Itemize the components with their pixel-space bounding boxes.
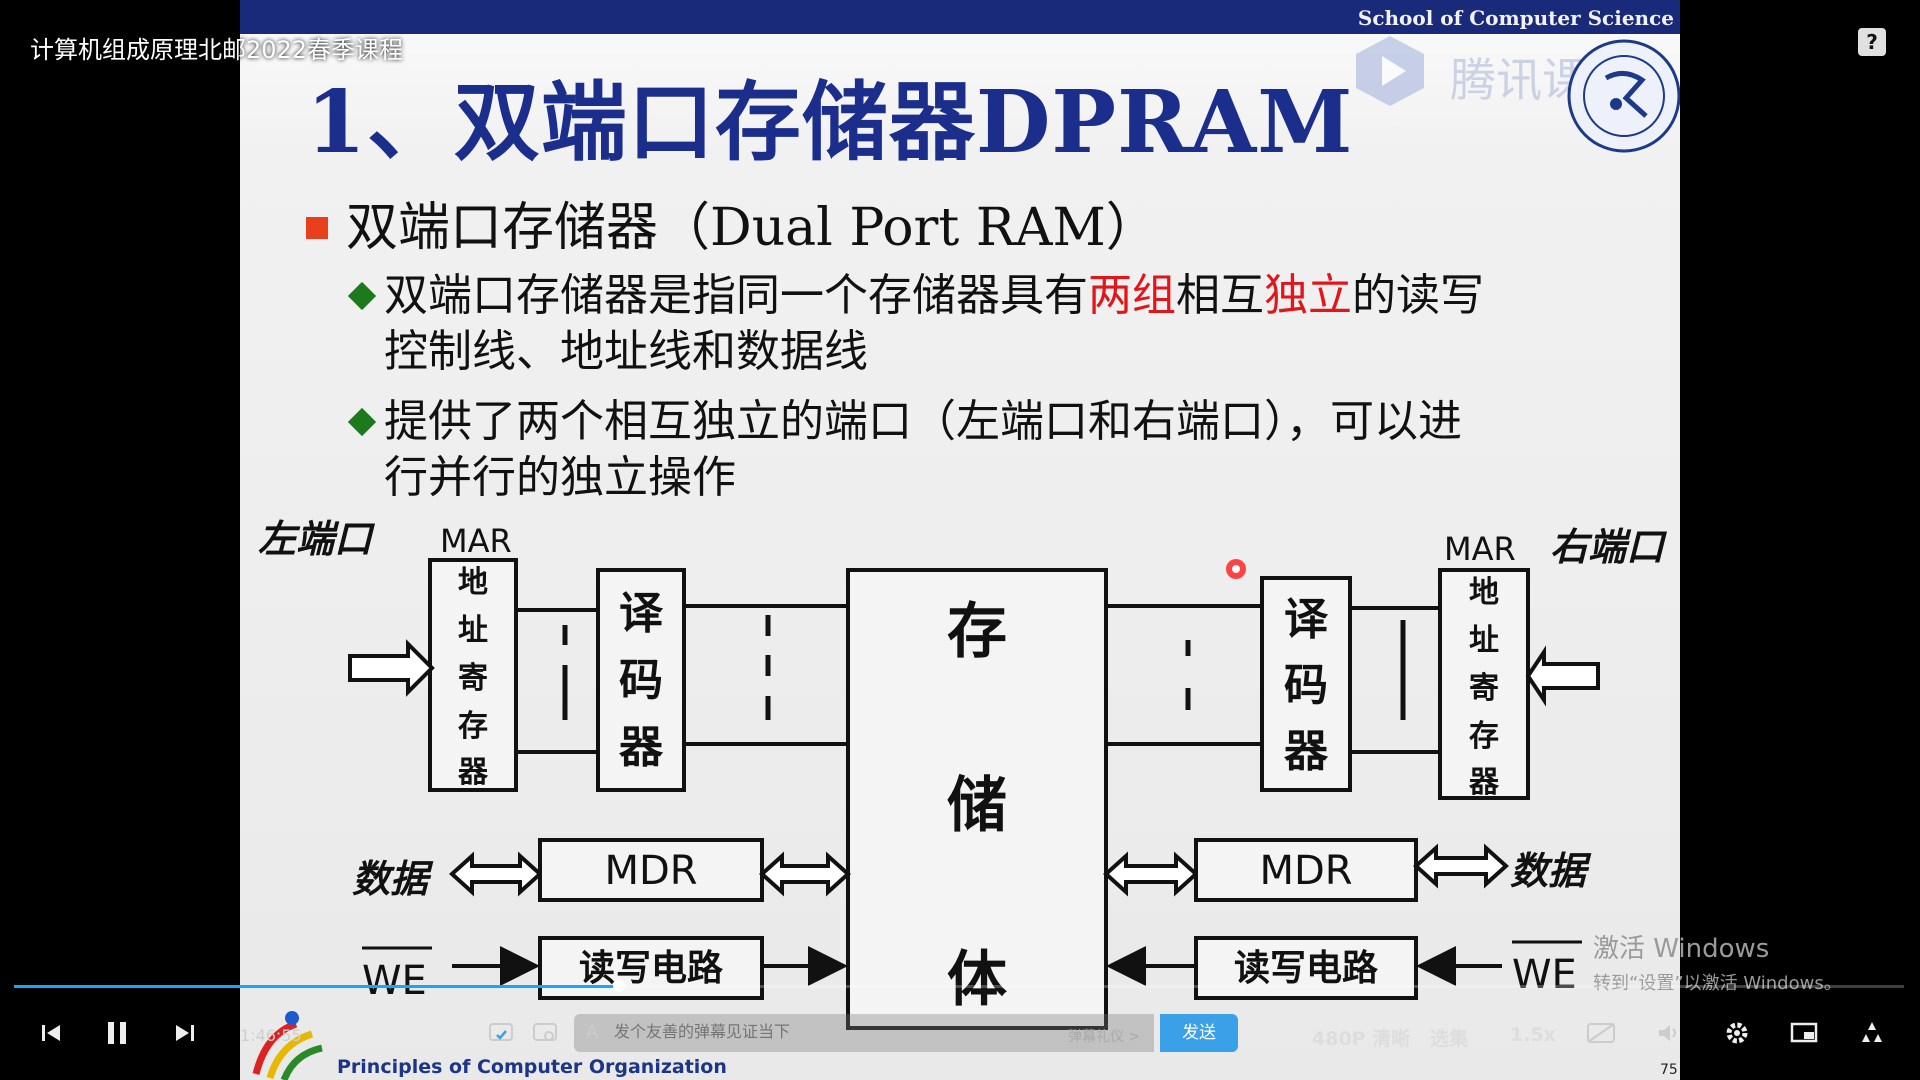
left-mar-label: MAR bbox=[440, 522, 512, 560]
sub-bullet-1-line-2: 控制线、地址线和数据线 bbox=[384, 326, 868, 377]
gear-icon bbox=[1726, 1022, 1748, 1044]
left-data-label: 数据 bbox=[352, 856, 434, 901]
picture-in-picture-icon bbox=[1790, 1022, 1818, 1043]
left-address-input-arrow bbox=[348, 639, 435, 697]
right-decoder bbox=[1260, 576, 1352, 792]
svg-text:译: 译 bbox=[1284, 594, 1329, 645]
right-address-register bbox=[1438, 568, 1530, 800]
left-decoder bbox=[596, 568, 686, 792]
right-mar-label: MAR bbox=[1444, 530, 1516, 568]
picture-in-picture-button[interactable] bbox=[1788, 1018, 1820, 1048]
progress-bar-fill bbox=[14, 985, 619, 988]
left-port-label: 左端口 bbox=[258, 516, 376, 561]
fullscreen-button[interactable] bbox=[1856, 1018, 1888, 1048]
left-address-register bbox=[428, 558, 518, 792]
slide-page-number: 75 bbox=[1660, 1062, 1678, 1078]
slide-header-bar: School of Computer Science bbox=[240, 0, 1680, 34]
slide-title: 1、双端口存储器DPRAM bbox=[306, 72, 1354, 173]
svg-text:存: 存 bbox=[947, 597, 1007, 667]
svg-text:地: 地 bbox=[1469, 575, 1499, 610]
subtitle-toggle-button[interactable] bbox=[1584, 1018, 1618, 1048]
danmaku-etiquette-link[interactable]: 弹幕礼仪 > bbox=[1068, 1029, 1141, 1045]
svg-text:译: 译 bbox=[619, 588, 664, 639]
windows-activation-line-2: 转到“设置”以激活 Windows。 bbox=[1593, 973, 1842, 994]
right-mdr-box bbox=[1194, 838, 1418, 902]
sub-bullet-2-line-1: 提供了两个相互独立的端口（左端口和右端口），可以进 bbox=[384, 396, 1462, 447]
danmaku-input[interactable] bbox=[574, 1014, 1154, 1052]
sub-bullet-1: 双端口存储器是指同一个存储器具有两组相互独立的读写 控制线、地址线和数据线 bbox=[347, 268, 1484, 380]
volume-button[interactable] bbox=[1654, 1018, 1684, 1048]
previous-button[interactable] bbox=[36, 1018, 66, 1048]
tencent-classroom-logo-icon bbox=[1356, 36, 1424, 106]
svg-text:MDR: MDR bbox=[1259, 848, 1352, 894]
svg-text:MDR: MDR bbox=[604, 848, 697, 894]
send-button[interactable]: 发送 bbox=[1160, 1014, 1238, 1052]
bupt-footer-logo-icon bbox=[252, 1011, 323, 1080]
fullscreen-icon bbox=[1862, 1022, 1882, 1042]
volume-icon bbox=[1659, 1025, 1676, 1041]
svg-text:器: 器 bbox=[1284, 726, 1329, 777]
svg-text:存: 存 bbox=[458, 709, 488, 744]
danmaku-settings-button[interactable] bbox=[530, 1018, 560, 1048]
course-title: 计算机组成原理北邮2022春季课程 bbox=[30, 36, 404, 64]
windows-activation-line-1: 激活 Windows bbox=[1593, 934, 1770, 964]
svg-text:存: 存 bbox=[1469, 719, 1499, 754]
settings-button[interactable] bbox=[1722, 1018, 1752, 1048]
sub-bullet-1-line-1: 双端口存储器是指同一个存储器具有两组相互独立的读写 bbox=[384, 270, 1484, 321]
speed-selector[interactable]: 1.5x bbox=[1510, 1024, 1556, 1046]
svg-text:寄: 寄 bbox=[458, 661, 488, 696]
danmaku-style-icon[interactable]: A bbox=[586, 1022, 599, 1043]
progress-bar-thumb[interactable] bbox=[612, 980, 625, 992]
dpram-block-diagram: 左端口 MAR 地 址 寄 存 器 译 码 器 存 bbox=[258, 516, 1668, 1030]
left-rw-circuit-box bbox=[538, 936, 764, 1000]
svg-text:址: 址 bbox=[458, 613, 488, 648]
danmaku-toggle-button[interactable] bbox=[486, 1018, 516, 1048]
svg-text:器: 器 bbox=[619, 722, 664, 773]
slide-footer-course-name: Principles of Computer Organization bbox=[337, 1056, 727, 1078]
progress-bar[interactable] bbox=[14, 980, 1904, 992]
pause-icon bbox=[108, 1022, 126, 1044]
right-data-label: 数据 bbox=[1510, 848, 1592, 893]
quality-selector[interactable]: 480P 清晰 bbox=[1312, 1028, 1411, 1050]
sub-bullet-2: 提供了两个相互独立的端口（左端口和右端口），可以进 行并行的独立操作 bbox=[347, 394, 1462, 506]
school-name: School of Computer Science bbox=[1357, 6, 1674, 30]
right-port-label: 右端口 bbox=[1550, 524, 1668, 569]
right-we-label: WE bbox=[1512, 952, 1577, 998]
skip-previous-icon bbox=[42, 1025, 60, 1041]
danmaku-settings-icon bbox=[533, 1023, 557, 1041]
svg-text:址: 址 bbox=[1469, 623, 1499, 658]
next-button[interactable] bbox=[170, 1018, 200, 1048]
svg-text:寄: 寄 bbox=[1469, 671, 1499, 706]
svg-text:读写电路: 读写电路 bbox=[1234, 947, 1379, 989]
svg-text:体: 体 bbox=[947, 945, 1007, 1015]
episodes-button[interactable]: 选集 bbox=[1430, 1028, 1469, 1050]
lecture-slide: School of Computer Science 1、双端口存储器DPRAM… bbox=[240, 0, 1680, 1080]
main-bullet: 双端口存储器（Dual Port RAM） bbox=[306, 185, 1158, 260]
playback-time: 1:46:55 bbox=[240, 1026, 302, 1045]
left-we-label: WE bbox=[362, 958, 427, 1004]
main-bullet-text: 双端口存储器（Dual Port RAM） bbox=[346, 198, 1158, 258]
red-square-bullet-icon bbox=[306, 216, 328, 239]
windows-activation-watermark: 激活 Windows 转到“设置”以激活 Windows。 bbox=[1593, 928, 1842, 995]
svg-text:器: 器 bbox=[1468, 765, 1500, 800]
subtitle-off-icon bbox=[1587, 1023, 1615, 1043]
sub-bullet-2-line-2: 行并行的独立操作 bbox=[384, 452, 736, 503]
svg-text:读写电路: 读写电路 bbox=[579, 947, 724, 989]
help-icon[interactable]: ? bbox=[1858, 28, 1886, 56]
player-control-bar: 1:46:55 A 弹幕礼仪 > 发送 480P 清晰 选集 1.5x bbox=[0, 1008, 1920, 1058]
svg-text:地: 地 bbox=[458, 565, 488, 600]
memory-array-block bbox=[846, 568, 1108, 1030]
university-seal-icon bbox=[1567, 39, 1680, 153]
skip-next-icon bbox=[176, 1025, 194, 1041]
svg-text:码: 码 bbox=[619, 655, 663, 706]
svg-text:码: 码 bbox=[1284, 660, 1328, 711]
pause-button[interactable] bbox=[102, 1018, 132, 1048]
svg-text:储: 储 bbox=[947, 771, 1007, 841]
svg-text:器: 器 bbox=[457, 755, 489, 790]
danmaku-on-icon bbox=[489, 1023, 513, 1041]
left-mdr-box bbox=[538, 838, 764, 902]
right-address-input-arrow bbox=[1525, 645, 1600, 707]
